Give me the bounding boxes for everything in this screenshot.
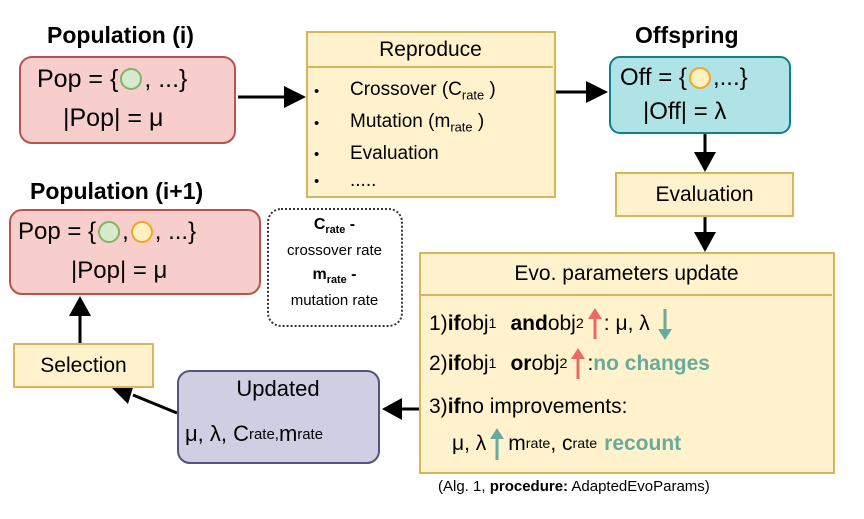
population-i-title: Population (i) <box>47 22 194 48</box>
bullet: • <box>314 145 320 163</box>
green-individual-icon <box>120 68 143 90</box>
legend-mutation-desc: mutation rate <box>290 292 379 309</box>
reproduce-title: Reproduce <box>308 33 553 68</box>
population-next-box: Pop = { , , ...} |Pop| = μ <box>9 209 261 295</box>
bullet: • <box>314 114 320 132</box>
population-next-size: |Pop| = μ <box>71 257 168 284</box>
increase-arrow-icon <box>587 308 602 339</box>
offspring-box: Off = { ,...} |Off| = λ <box>609 56 791 134</box>
offspring-title: Offspring <box>635 22 739 48</box>
green-individual-icon <box>98 221 121 243</box>
reproduce-box: Reproduce • Crossover (Crate ) • Mutatio… <box>306 31 556 198</box>
decrease-arrow-icon <box>657 309 672 340</box>
reproduce-item-mutation: Mutation (mrate ) <box>350 111 485 135</box>
offspring-size: |Off| = λ <box>643 98 727 125</box>
increase-arrow-icon <box>571 348 586 379</box>
offspring-set-prefix: Off = { <box>620 64 687 91</box>
rule-3: 3) if no improvements: <box>429 395 628 418</box>
rate-legend: Crate - crossover rate mrate - mutation … <box>267 208 403 327</box>
arrow-updated-to-selection <box>132 393 178 415</box>
orange-individual-icon <box>130 221 153 243</box>
population-i-set-suffix: , ...} <box>144 64 188 93</box>
offspring-set-suffix: ,...} <box>712 64 748 91</box>
procedure-caption: (Alg. 1, procedure: AdaptedEvoParams) <box>438 478 710 495</box>
evo-update-title: Evo. parameters update <box>421 254 832 296</box>
reproduce-item-ellipsis: ..... <box>350 170 377 191</box>
population-i-set-prefix: Pop = { <box>37 64 119 93</box>
selection-box: Selection <box>13 343 154 388</box>
population-next-set-mid: , <box>122 218 129 245</box>
legend-crossover-desc: crossover rate <box>286 242 383 259</box>
population-next-set-suffix: , ...} <box>154 218 197 245</box>
population-i-box: Pop = { , ...} |Pop| = μ <box>19 56 236 144</box>
bullet: • <box>314 172 320 190</box>
population-i-size: |Pop| = μ <box>63 103 164 132</box>
increase-arrow-icon <box>490 428 505 460</box>
reproduce-item-evaluation: Evaluation <box>350 143 439 164</box>
population-next-set-prefix: Pop = { <box>18 218 97 245</box>
updated-title: Updated <box>236 376 320 401</box>
evaluation-box: Evaluation <box>615 172 794 217</box>
legend-mutation-symbol: mrate - <box>312 266 357 286</box>
orange-individual-icon <box>688 67 711 89</box>
bullet: • <box>314 82 320 100</box>
legend-crossover-symbol: Crate - <box>313 216 356 236</box>
reproduce-item-crossover: Crossover (Crate ) <box>350 79 496 103</box>
population-next-title: Population (i+1) <box>30 178 204 204</box>
